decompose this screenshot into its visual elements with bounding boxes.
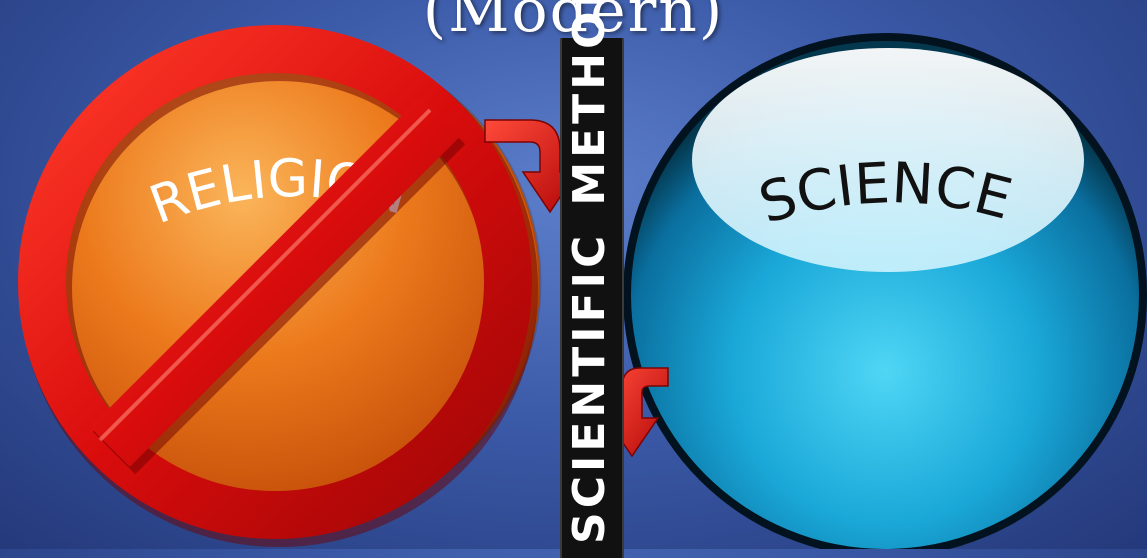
science-sphere	[623, 33, 1147, 549]
divider-word-scientific: SCIENTIFIC	[564, 232, 615, 544]
scientific-method-label: SCIENTIFIC METHOD	[560, 0, 620, 544]
divider-word-method: METHOD	[564, 0, 615, 206]
